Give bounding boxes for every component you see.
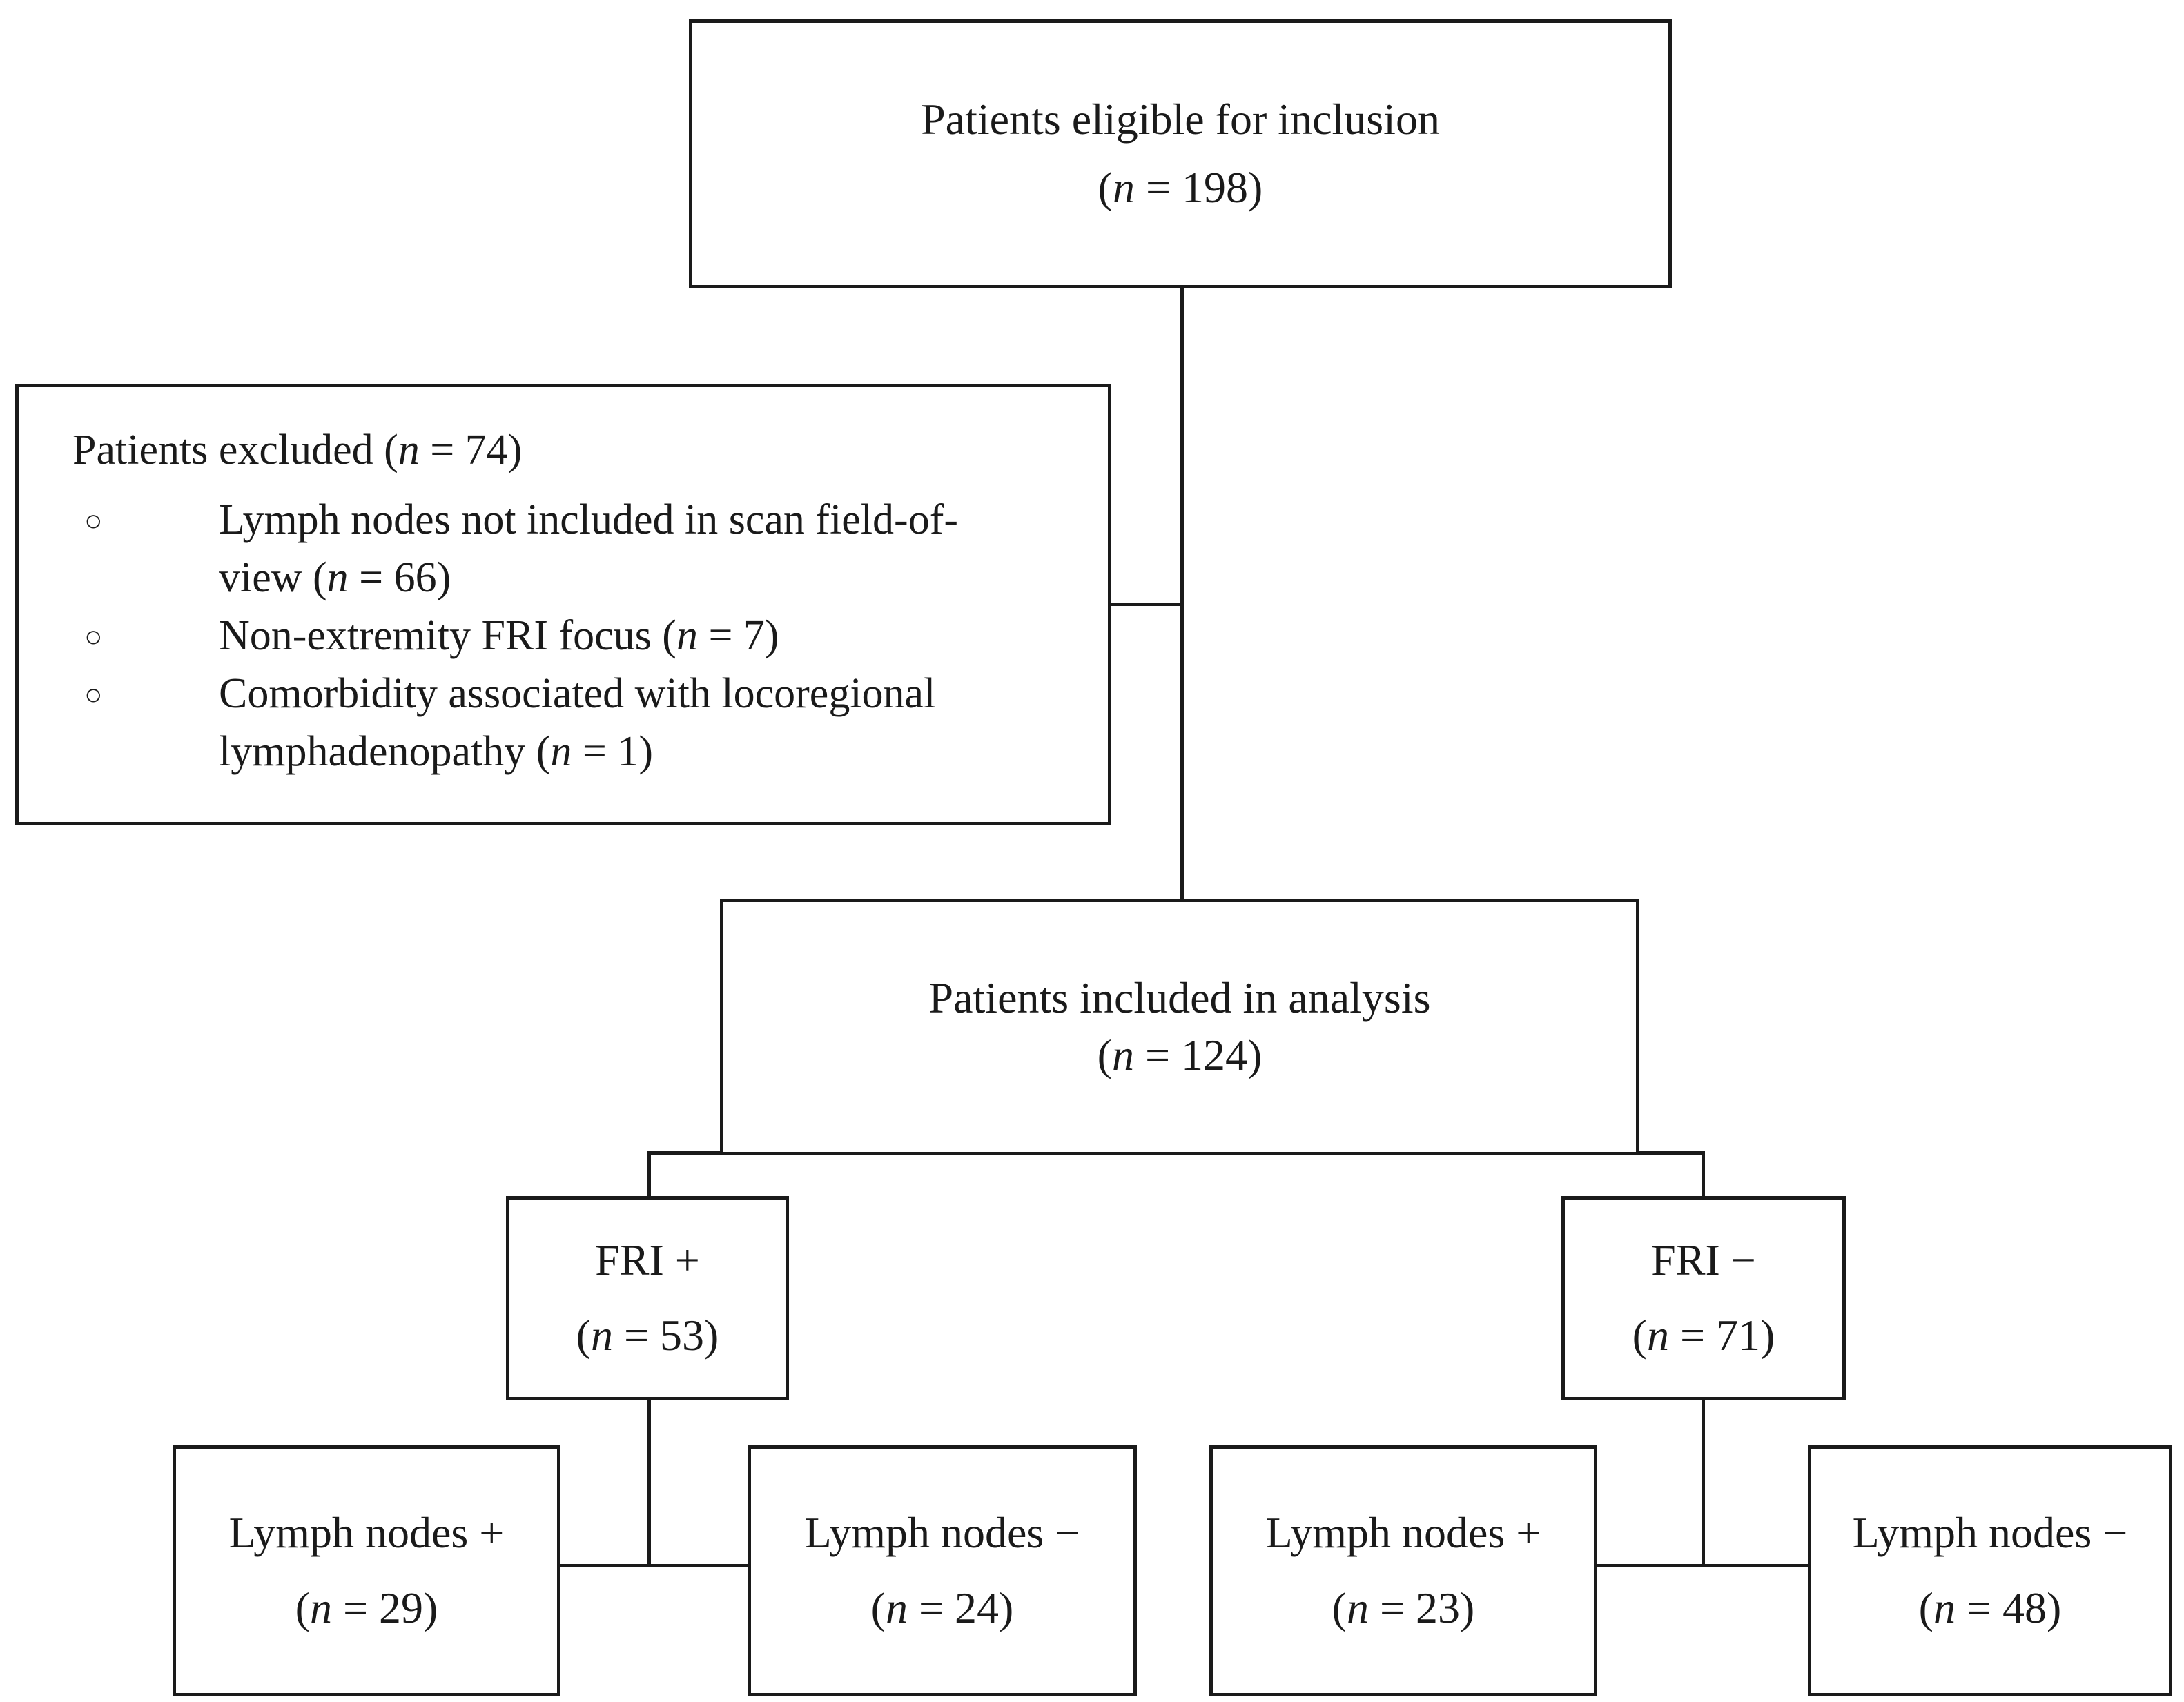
- lymph-nodes-label: Lymph nodes +: [1265, 1508, 1541, 1558]
- eligible-box: Patients eligible for inclusion (n = 198…: [689, 19, 1672, 288]
- fri-neg-lymph-nodes-negative-box: Lymph nodes − (n = 48): [1808, 1445, 2172, 1696]
- excluded-box: Patients excluded (n = 74) ○ Lymph nodes…: [15, 384, 1111, 825]
- connector-fri-neg-down: [1702, 1398, 1705, 1567]
- connector-fri-pos-drop: [647, 1151, 651, 1198]
- connector-excluded-branch: [1108, 603, 1184, 606]
- connector-fri-pos-down: [647, 1398, 651, 1567]
- included-label: Patients included in analysis: [928, 973, 1431, 1023]
- lymph-nodes-label: Lymph nodes −: [804, 1508, 1080, 1558]
- excluded-item-2-text: Non-extremity FRI focus (n = 7): [219, 612, 779, 659]
- fri-negative-count: (n = 71): [1632, 1311, 1775, 1360]
- excluded-item-1-text: Lymph nodes not included in scan field-o…: [219, 496, 958, 601]
- bullet-icon: ○: [84, 678, 103, 712]
- connector-eligible-to-included: [1180, 286, 1184, 901]
- fri-negative-box: FRI − (n = 71): [1561, 1196, 1846, 1400]
- connector-fri-neg-drop: [1702, 1151, 1705, 1198]
- lymph-nodes-count: (n = 23): [1332, 1583, 1475, 1632]
- fri-positive-label: FRI +: [595, 1235, 700, 1285]
- fri-pos-lymph-nodes-negative-box: Lymph nodes − (n = 24): [748, 1445, 1137, 1696]
- lymph-nodes-count: (n = 29): [295, 1583, 438, 1632]
- connector-fri-neg-split-h: [1592, 1564, 1813, 1567]
- included-count: (n = 124): [1097, 1030, 1262, 1079]
- excluded-item-3-text: Comorbidity associated with locoregional…: [219, 670, 936, 775]
- connector-fri-pos-split-h: [558, 1564, 752, 1567]
- fri-positive-count: (n = 53): [576, 1311, 719, 1360]
- excluded-title: Patients excluded (n = 74): [72, 427, 523, 473]
- lymph-nodes-count: (n = 48): [1918, 1583, 2062, 1632]
- lymph-nodes-label: Lymph nodes −: [1852, 1508, 2128, 1558]
- lymph-nodes-label: Lymph nodes +: [228, 1508, 505, 1558]
- fri-positive-box: FRI + (n = 53): [506, 1196, 789, 1400]
- bullet-icon: ○: [84, 620, 103, 654]
- included-box: Patients included in analysis (n = 124): [720, 899, 1639, 1155]
- lymph-nodes-count: (n = 24): [870, 1583, 1014, 1632]
- fri-neg-lymph-nodes-positive-box: Lymph nodes + (n = 23): [1209, 1445, 1597, 1696]
- fri-pos-lymph-nodes-positive-box: Lymph nodes + (n = 29): [173, 1445, 560, 1696]
- bullet-icon: ○: [84, 504, 103, 538]
- eligible-count: (n = 198): [1098, 163, 1263, 212]
- eligible-label: Patients eligible for inclusion: [921, 95, 1440, 144]
- fri-negative-label: FRI −: [1651, 1235, 1756, 1285]
